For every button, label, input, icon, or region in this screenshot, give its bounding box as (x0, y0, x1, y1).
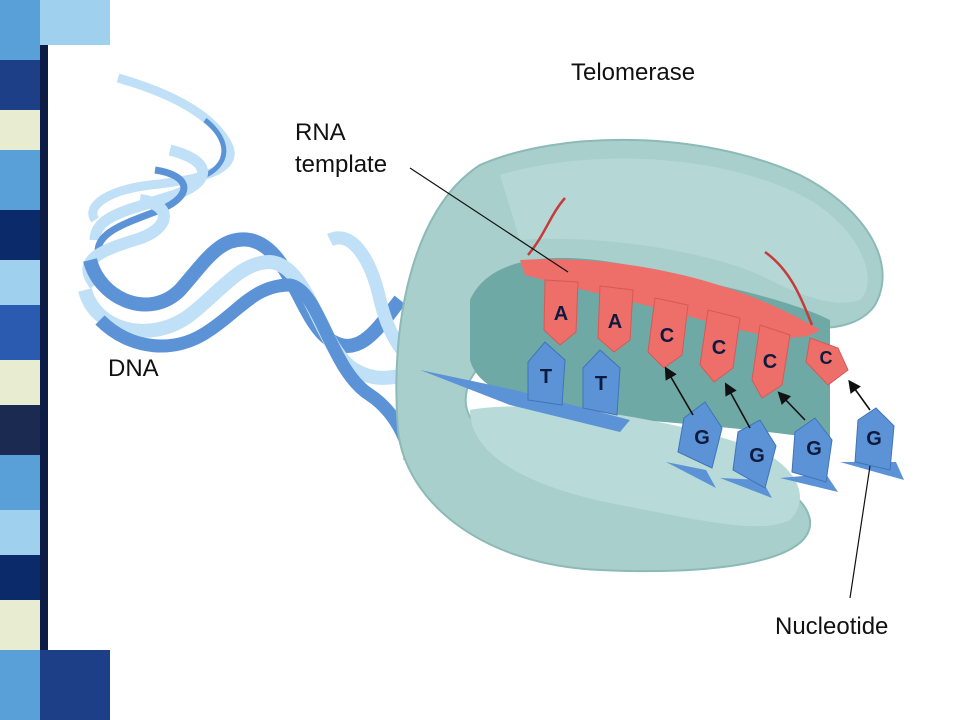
paired-base-letter: T (595, 373, 607, 395)
template-base: C (699, 309, 741, 383)
dna-helix (78, 73, 433, 461)
paired-base: T (527, 341, 566, 406)
pairing-arrow (777, 391, 806, 421)
paired-base-letter: T (540, 366, 552, 388)
rna-template-leader-line (409, 167, 569, 273)
nucleotide-label: Nucleotide (775, 613, 888, 640)
rna-template-label-line1: RNA (295, 119, 346, 146)
nucleotide-letter: G (806, 438, 822, 460)
template-base-letter: C (763, 351, 777, 373)
template-base: C (751, 324, 791, 399)
template-base-letter: A (554, 303, 568, 325)
pairing-arrow (664, 366, 694, 416)
pairing-arrows (664, 366, 871, 429)
nucleotide-letter: G (866, 428, 882, 450)
telomerase-label: Telomerase (571, 59, 695, 86)
template-base-letter: A (608, 311, 622, 333)
template-base-letter: C (712, 337, 726, 359)
pairing-arrow (848, 379, 871, 411)
template-base-letter: C (660, 325, 674, 347)
template-bases: A A C C C C (543, 279, 849, 399)
dna-strand-backbone (420, 370, 630, 432)
pairing-arrow (724, 382, 751, 429)
paired-base: T (582, 349, 621, 416)
nucleotide: G (720, 419, 777, 498)
nucleotide-letter: G (749, 445, 765, 467)
nucleotide: G (840, 407, 904, 480)
nucleotide-letter: G (694, 427, 710, 449)
nucleotide: G (780, 417, 838, 492)
rna-template (520, 197, 820, 338)
template-base: C (805, 337, 849, 386)
template-base: C (647, 297, 689, 369)
dna-label: DNA (108, 355, 159, 382)
rna-template-label-line2: template (295, 151, 387, 178)
nucleotide: G (666, 401, 723, 488)
template-base: A (543, 279, 579, 346)
incoming-nucleotides: G G G G (666, 401, 904, 498)
leader-lines (409, 167, 871, 599)
template-base: A (597, 285, 634, 353)
nucleotide-leader-line (849, 465, 871, 599)
template-base-letter: C (820, 348, 833, 368)
paired-bases: T T (527, 341, 621, 416)
